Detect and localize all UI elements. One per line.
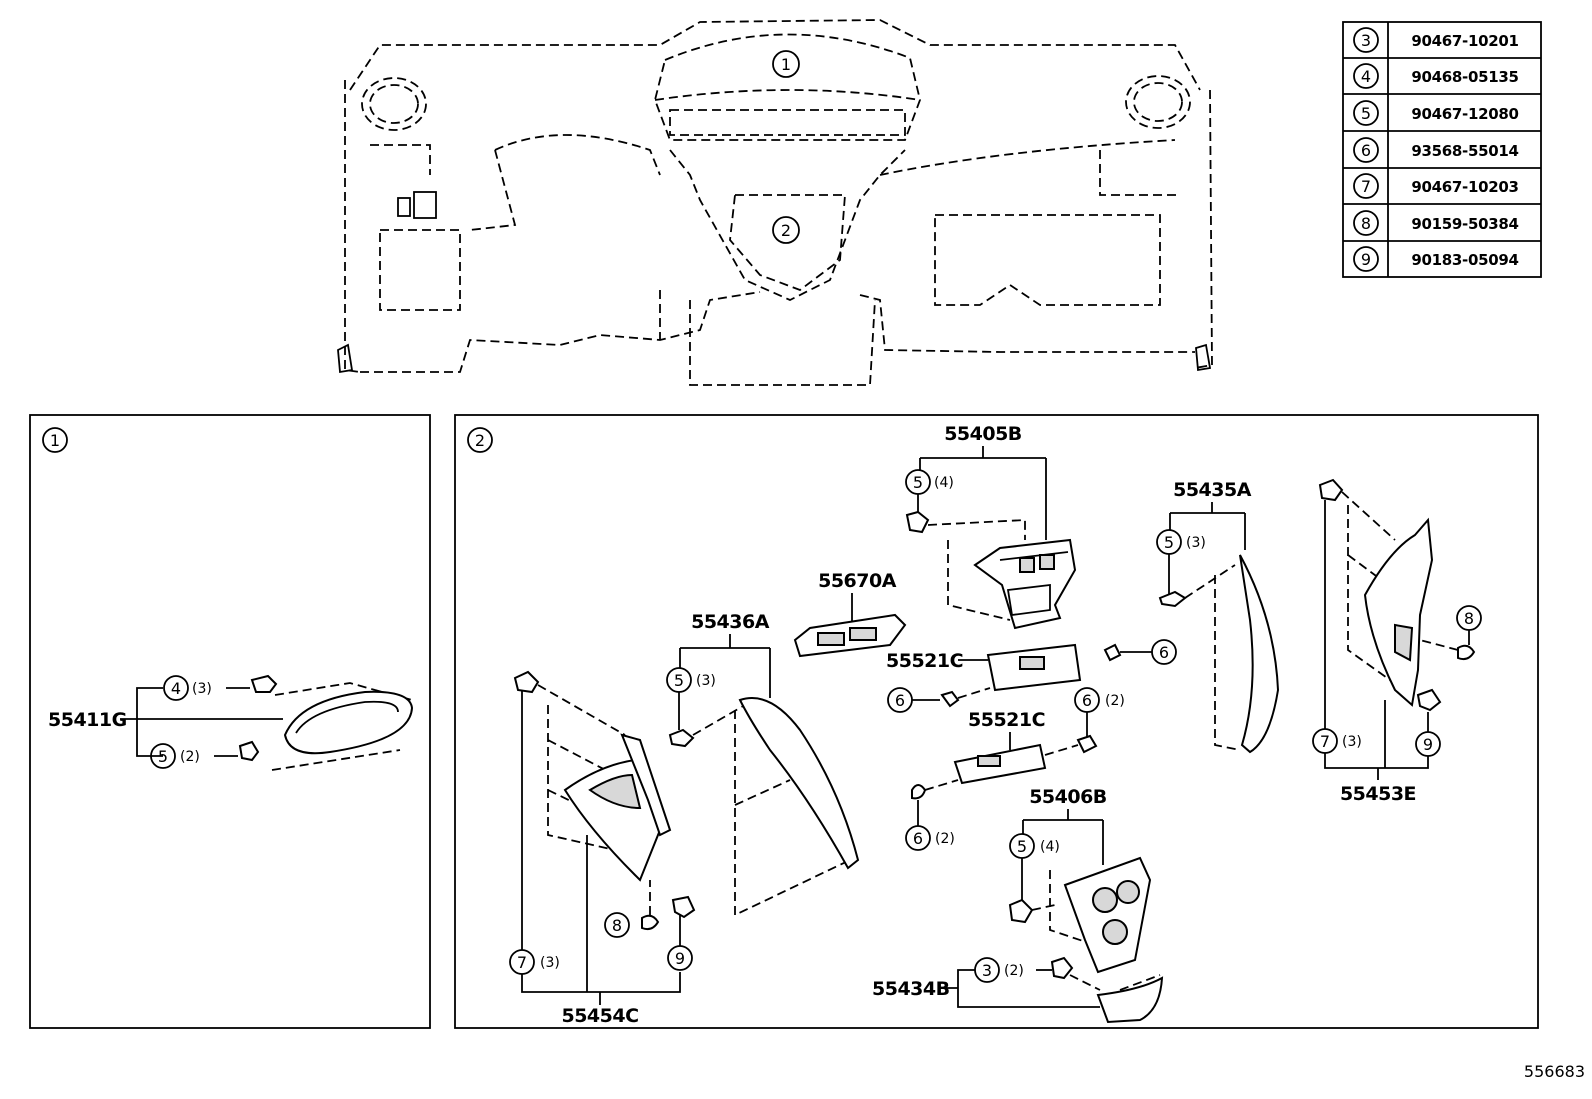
callout-7: 7 xyxy=(517,953,527,972)
table-part-number: 93568-55014 xyxy=(1411,142,1518,160)
part-label-55435A: 55435A xyxy=(1173,479,1252,501)
callout-5: 5 xyxy=(1017,837,1027,856)
callout-6: 6 xyxy=(1082,691,1092,710)
table-row: 8 90159-50384 xyxy=(1353,210,1519,236)
callout-9: 9 xyxy=(1423,735,1433,754)
part-label-55670A: 55670A xyxy=(818,570,897,592)
table-row: 7 90467-10203 xyxy=(1353,173,1519,199)
table-part-number: 90159-50384 xyxy=(1411,215,1518,233)
table-ref: 6 xyxy=(1361,141,1371,160)
qty-label: (3) xyxy=(540,955,560,971)
part-label-55406B: 55406B xyxy=(1029,786,1107,808)
table-row: 6 93568-55014 xyxy=(1353,137,1519,163)
table-ref: 3 xyxy=(1361,31,1371,50)
part-label-55521C-lower: 55521C xyxy=(968,709,1045,731)
table-part-number: 90467-10203 xyxy=(1411,178,1518,196)
qty-label: (3) xyxy=(192,681,212,697)
qty-label: (2) xyxy=(180,749,200,765)
callout-8: 8 xyxy=(1464,609,1474,628)
table-ref: 5 xyxy=(1361,104,1371,123)
detail-panel-1: 1 55411G 4 (3) 5 (2) xyxy=(29,414,431,1029)
overview-callout-1: 1 xyxy=(781,55,791,74)
qty-label: (2) xyxy=(935,831,955,847)
qty-label: (4) xyxy=(1040,839,1060,855)
callout-5: 5 xyxy=(158,747,168,766)
part-number-table: 3 90467-10201 4 90468-05135 5 90467-1208… xyxy=(1342,21,1542,278)
callout-8: 8 xyxy=(612,916,622,935)
callout-5: 5 xyxy=(674,671,684,690)
table-part-number: 90467-12080 xyxy=(1411,105,1518,123)
qty-label: (2) xyxy=(1105,693,1125,709)
callout-6: 6 xyxy=(913,829,923,848)
dashboard-overview: 1 2 xyxy=(337,19,1213,386)
part-label-55411G: 55411G xyxy=(48,709,127,731)
table-row: 5 90467-12080 xyxy=(1353,100,1519,126)
table-ref: 8 xyxy=(1361,214,1371,233)
callout-6: 6 xyxy=(1159,643,1169,662)
qty-label: (2) xyxy=(1004,963,1024,979)
callout-5: 5 xyxy=(913,473,923,492)
part-label-55521C-upper: 55521C xyxy=(886,650,963,672)
table-ref: 4 xyxy=(1361,67,1371,86)
table-part-number: 90467-10201 xyxy=(1411,32,1518,50)
callout-4: 4 xyxy=(171,679,181,698)
qty-label: (3) xyxy=(696,673,716,689)
table-row: 3 90467-10201 xyxy=(1353,27,1519,53)
panel-1-title: 1 xyxy=(50,431,60,450)
panel-2-title: 2 xyxy=(475,431,485,450)
callout-7: 7 xyxy=(1320,732,1330,751)
diagram-id: 556683 xyxy=(1524,1062,1585,1081)
qty-label: (3) xyxy=(1186,535,1206,551)
overview-callout-2: 2 xyxy=(781,221,791,240)
table-part-number: 90468-05135 xyxy=(1411,68,1518,86)
callout-9: 9 xyxy=(675,949,685,968)
qty-label: (4) xyxy=(934,475,954,491)
table-ref: 9 xyxy=(1361,250,1371,269)
detail-panel-2: 2 55405B 5 (4) 55670A 55521C 6 6 xyxy=(454,414,1539,1029)
table-row: 4 90468-05135 xyxy=(1353,63,1519,89)
callout-3: 3 xyxy=(982,961,992,980)
part-label-55453E: 55453E xyxy=(1340,783,1416,805)
callout-6: 6 xyxy=(895,691,905,710)
table-part-number: 90183-05094 xyxy=(1411,251,1518,269)
callout-5: 5 xyxy=(1164,533,1174,552)
table-row: 9 90183-05094 xyxy=(1353,246,1519,272)
table-ref: 7 xyxy=(1361,177,1371,196)
part-label-55454C: 55454C xyxy=(561,1005,638,1027)
part-label-55405B: 55405B xyxy=(944,423,1022,445)
part-label-55434B: 55434B xyxy=(872,978,950,1000)
qty-label: (3) xyxy=(1342,734,1362,750)
part-label-55436A: 55436A xyxy=(691,611,770,633)
